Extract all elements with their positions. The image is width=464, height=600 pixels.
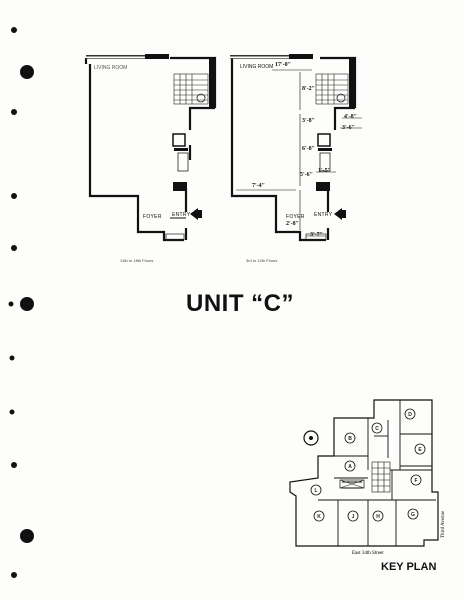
left-entry-label: ENTRY [172, 212, 191, 218]
dim-i: 6'-8" [302, 146, 315, 152]
unit-letter-b: B [348, 436, 352, 442]
dim-h: 5'-6" [300, 172, 313, 178]
right-plan-caption: 3rd to 12th Floors [246, 258, 278, 263]
punch-hole [20, 65, 34, 79]
unit-letter-e: E [418, 447, 422, 453]
unit-letter-c: C [375, 426, 379, 432]
right-living-room-label: LIVING ROOM [240, 64, 274, 70]
punch-hole [9, 409, 15, 415]
dim-d: 1'-5" [318, 168, 331, 174]
key-plan-title: KEY PLAN [381, 561, 437, 573]
dim-g: 3'-7" [310, 232, 323, 238]
unit-letter-g: G [411, 512, 415, 518]
street-third-label: Third Avenue [441, 510, 446, 538]
unit-letter-a: A [348, 464, 352, 470]
left-foyer-label: FOYER [143, 214, 162, 220]
unit-letter-f: F [414, 478, 417, 484]
dim-b: 3'-8" [302, 118, 315, 124]
punch-hole [8, 301, 14, 307]
unit-letter-h: H [376, 514, 380, 520]
unit-markers [310, 408, 426, 522]
right-foyer-label: FOYER [286, 214, 305, 220]
punch-hole [11, 109, 17, 115]
right-entry-label: ENTRY [314, 212, 333, 218]
dim-e: 7'-4" [252, 183, 265, 189]
street-east-label: East 34th Street [352, 551, 384, 556]
punch-hole [11, 27, 17, 33]
unit-letter-l: L [314, 488, 317, 494]
unit-letter-j: J [352, 514, 355, 520]
punch-hole [20, 529, 34, 543]
punch-hole [9, 355, 15, 361]
unit-letter-d: D [408, 412, 412, 418]
punch-hole [11, 245, 17, 251]
dim-a: 4'-8" [344, 114, 357, 120]
dim-c: 3'-6" [342, 125, 355, 131]
punch-hole [11, 572, 17, 578]
dim-f: 2'-8" [286, 221, 299, 227]
left-plan-caption: 13th to 18th Floors [120, 258, 154, 263]
punch-hole [20, 297, 34, 311]
dim-living-width: 17'-0" [275, 62, 291, 68]
dim-bath-depth: 8'-2" [302, 86, 315, 92]
punch-hole [11, 193, 17, 199]
unit-letter-k: K [317, 514, 321, 520]
left-living-room-label: LIVING ROOM [94, 65, 128, 71]
punch-hole [11, 462, 17, 468]
page-title: UNIT “C” [186, 290, 294, 317]
